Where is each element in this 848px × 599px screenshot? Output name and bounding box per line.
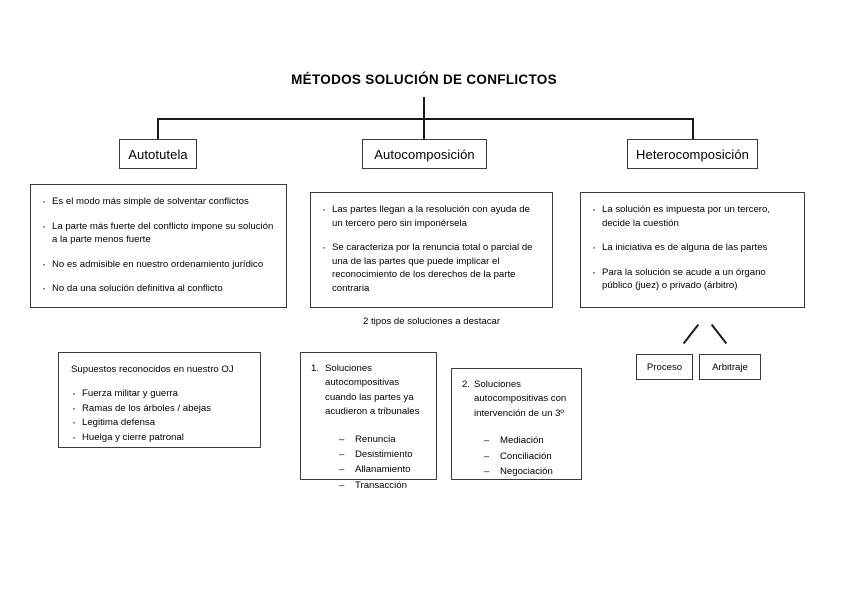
solution-type-box-2: 2. Soluciones autocompositivas con inter… [451, 368, 582, 480]
connector-diagonal-proceso [682, 323, 700, 345]
solution-type-1-heading: 1. Soluciones autocompositivas cuando la… [311, 362, 426, 420]
list-item: Huelga y cierre patronal [71, 430, 248, 446]
leaf-box-proceso[interactable]: Proceso [636, 354, 693, 380]
oj-box-title: Supuestos reconocidos en nuestro OJ [71, 364, 234, 375]
connector-diagonal-arbitraje [710, 323, 728, 345]
solution-type-box-1: 1. Soluciones autocompositivas cuando la… [300, 352, 437, 493]
list-item: Allanamiento [339, 462, 426, 478]
detail-box-heterocomposicion: La solución es impuesta por un tercero, … [580, 192, 805, 308]
detail-list-heterocomposicion: La solución es impuesta por un tercero, … [591, 202, 794, 293]
list-item: Para la solución se acude a un órgano pú… [591, 265, 794, 293]
category-label-autotutela: Autotutela [128, 146, 188, 162]
detail-box-autocomposicion: Las partes llegan a la resolución con ay… [310, 192, 553, 308]
solution-type-2-list: Mediación Conciliación Negociación [462, 433, 571, 479]
list-item: Desistimiento [339, 447, 426, 463]
leaf-label-proceso: Proceso [646, 361, 683, 373]
solution-type-2-heading: 2. Soluciones autocompositivas con inter… [462, 378, 571, 421]
list-item: Ramas de los árboles / abejas [71, 401, 248, 417]
list-item: Mediación [484, 433, 571, 449]
detail-box-autotutela: Es el modo más simple de solventar confl… [30, 184, 287, 308]
list-item: La iniciativa es de alguna de las partes [591, 240, 794, 255]
list-item: No da una solución definitiva al conflic… [41, 281, 276, 296]
category-box-heterocomposicion[interactable]: Heterocomposición [627, 139, 758, 169]
solution-type-1-list: Renuncia Desistimiento Allanamiento Tran… [311, 432, 426, 494]
list-item: No es admisible en nuestro ordenamiento … [41, 257, 276, 272]
caption-solution-types: 2 tipos de soluciones a destacar [362, 316, 501, 327]
connector-drop-heterocomposicion [692, 118, 694, 140]
list-item: Conciliación [484, 449, 571, 465]
category-box-autocomposicion[interactable]: Autocomposición [362, 139, 487, 169]
list-item: Es el modo más simple de solventar confl… [41, 194, 276, 209]
solution-type-2-marker: 2. [462, 379, 471, 390]
connector-horizontal-bar [157, 118, 694, 120]
list-item: Transacción [339, 478, 426, 494]
connector-title-stem [423, 97, 425, 119]
leaf-label-arbitraje: Arbitraje [712, 361, 748, 373]
oj-box: Supuestos reconocidos en nuestro OJ Fuer… [58, 352, 261, 448]
solution-type-1-heading-text: Soluciones autocompositivas cuando las p… [325, 363, 420, 418]
list-item: Las partes llegan a la resolución con ay… [321, 202, 542, 230]
list-item: Fuerza militar y guerra [71, 386, 248, 402]
connector-drop-autotutela [157, 118, 159, 140]
list-item: Legitima defensa [71, 415, 248, 431]
list-item: La solución es impuesta por un tercero, … [591, 202, 794, 230]
category-box-autotutela[interactable]: Autotutela [119, 139, 197, 169]
detail-list-autotutela: Es el modo más simple de solventar confl… [41, 194, 276, 296]
list-item: Se caracteriza por la renuncia total o p… [321, 240, 542, 295]
detail-list-autocomposicion: Las partes llegan a la resolución con ay… [321, 202, 542, 296]
page-title: MÉTODOS SOLUCIÓN DE CONFLICTOS [291, 72, 557, 87]
list-item: La parte más fuerte del conflicto impone… [41, 219, 276, 247]
list-item: Renuncia [339, 432, 426, 448]
category-label-heterocomposicion: Heterocomposición [636, 146, 749, 162]
leaf-box-arbitraje[interactable]: Arbitraje [699, 354, 761, 380]
solution-type-1-marker: 1. [311, 363, 320, 374]
connector-drop-autocomposicion [423, 118, 425, 140]
solution-type-2-heading-text: Soluciones autocompositivas con interven… [474, 379, 567, 419]
category-label-autocomposicion: Autocomposición [374, 146, 475, 162]
list-item: Negociación [484, 464, 571, 480]
oj-box-list: Fuerza militar y guerra Ramas de los árb… [71, 386, 248, 446]
